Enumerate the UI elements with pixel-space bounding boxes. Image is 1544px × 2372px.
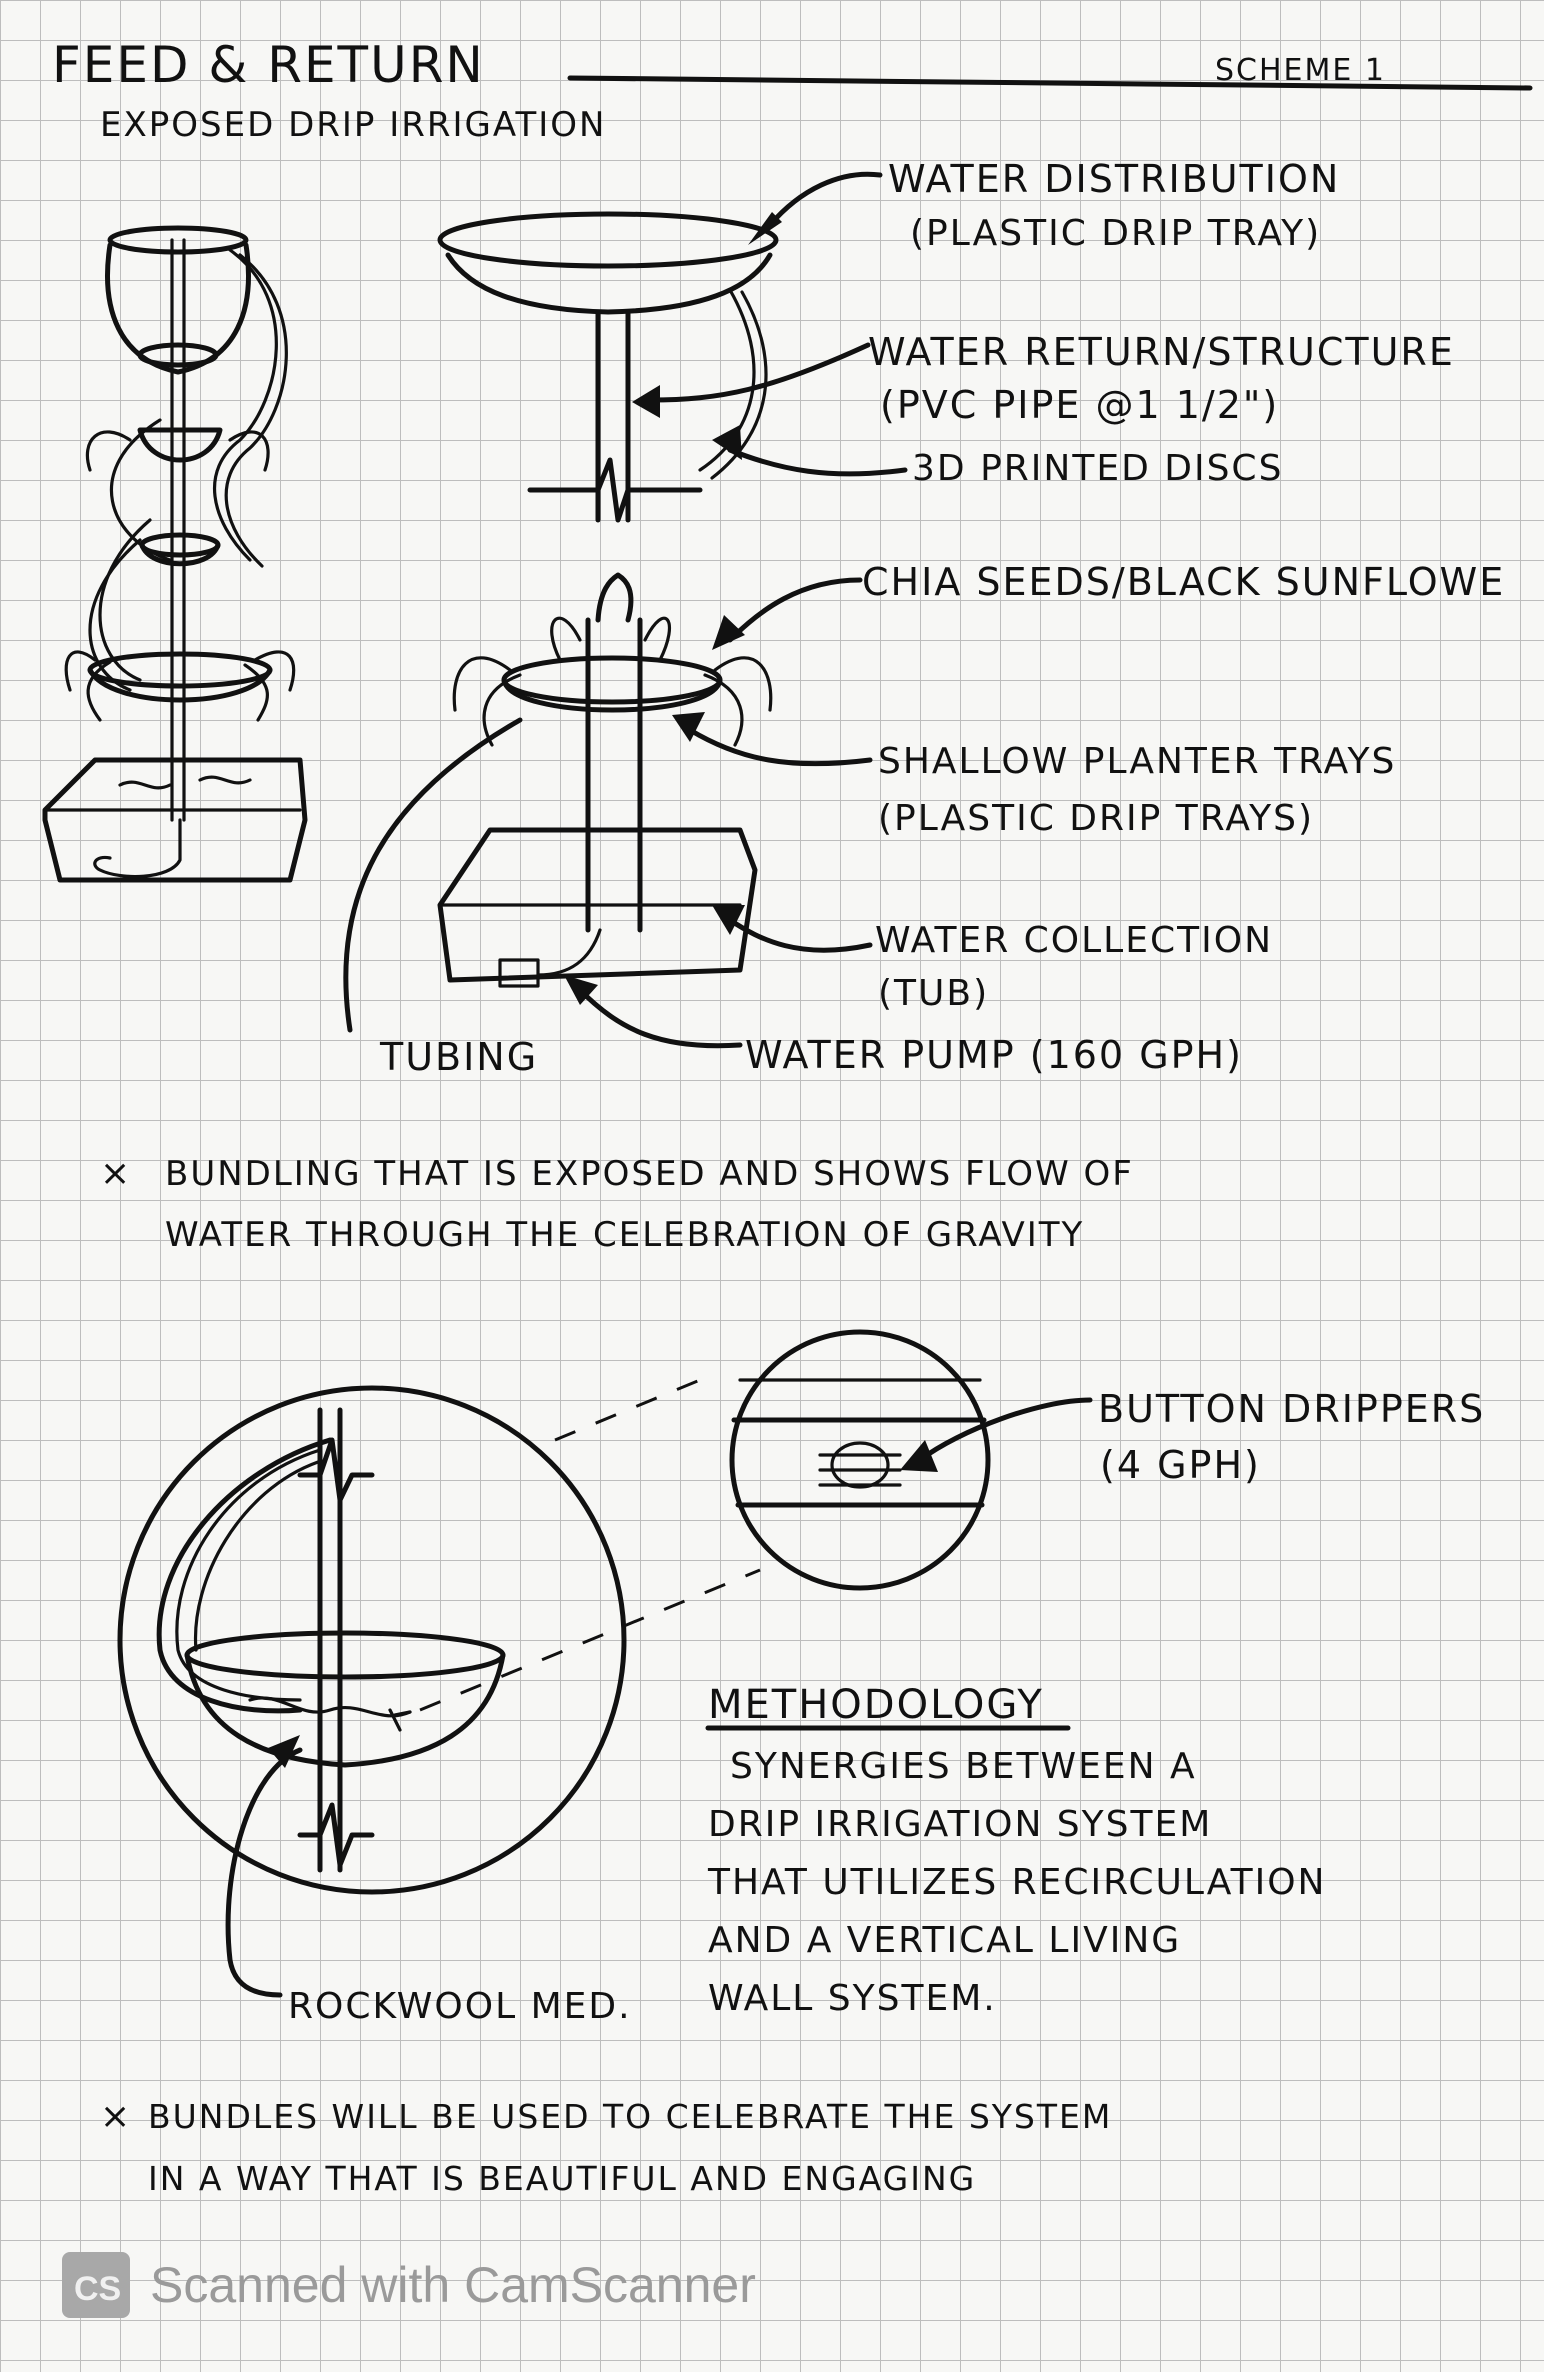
scheme-label: SCHEME 1 bbox=[1215, 53, 1386, 88]
camscanner-logo-text: CS bbox=[74, 2270, 121, 2308]
note2-line1: BUNDLES WILL BE USED TO CELEBRATE THE SY… bbox=[148, 2097, 1112, 2136]
label-planter-sub: (PLASTIC DRIP TRAYS) bbox=[878, 798, 1314, 839]
note2-line2: IN A WAY THAT IS BEAUTIFUL AND ENGAGING bbox=[148, 2159, 976, 2198]
label-chia: CHIA SEEDS/BLACK SUNFLOWE bbox=[862, 560, 1505, 604]
title-underline bbox=[567, 75, 1533, 91]
note1-bullet: × bbox=[100, 1153, 132, 1194]
label-drippers: BUTTON DRIPPERS bbox=[1098, 1387, 1485, 1431]
page-title: FEED & RETURN bbox=[52, 36, 485, 94]
label-discs: 3D PRINTED DISCS bbox=[912, 448, 1283, 489]
label-pump: WATER PUMP (160 GPH) bbox=[745, 1033, 1243, 1077]
camscanner-logo-icon bbox=[62, 2252, 130, 2318]
zoom-detail-drawing bbox=[117, 1329, 1093, 1998]
methodology-title: METHODOLOGY bbox=[708, 1682, 1044, 1728]
label-water-distribution: WATER DISTRIBUTION bbox=[888, 157, 1340, 201]
tower-overview-drawing bbox=[42, 225, 308, 883]
note2-bullet: × bbox=[100, 2096, 132, 2137]
label-rockwool: ROCKWOOL MED. bbox=[288, 1986, 632, 2027]
note1-line1: BUNDLING THAT IS EXPOSED AND SHOWS FLOW … bbox=[165, 1154, 1134, 1194]
camscanner-watermark: CS Scanned with CamScanner bbox=[62, 2252, 756, 2318]
methodology-line-5: WALL SYSTEM. bbox=[708, 1978, 997, 2019]
label-drippers-sub: (4 GPH) bbox=[1100, 1443, 1261, 1487]
label-water-return-sub: (PVC PIPE @1 1/2") bbox=[880, 383, 1279, 427]
methodology-line-3: THAT UTILIZES RECIRCULATION bbox=[707, 1862, 1326, 1903]
label-tubing: TUBING bbox=[379, 1035, 538, 1079]
tower-detail-drawing bbox=[343, 211, 779, 1033]
label-water-return: WATER RETURN/STRUCTURE bbox=[868, 330, 1455, 374]
methodology-line-4: AND A VERTICAL LIVING bbox=[708, 1920, 1181, 1961]
page-subtitle: EXPOSED DRIP IRRIGATION bbox=[100, 105, 607, 145]
label-water-distribution-sub: (PLASTIC DRIP TRAY) bbox=[910, 213, 1321, 254]
methodology-block: METHODOLOGY SYNERGIES BETWEEN A DRIP IRR… bbox=[705, 1682, 1326, 2019]
camscanner-text: Scanned with CamScanner bbox=[150, 2257, 756, 2313]
leader-lines bbox=[564, 171, 908, 1049]
label-planter: SHALLOW PLANTER TRAYS bbox=[878, 741, 1396, 782]
methodology-line-2: DRIP IRRIGATION SYSTEM bbox=[708, 1804, 1212, 1845]
label-collection: WATER COLLECTION bbox=[875, 920, 1273, 961]
methodology-line-1: SYNERGIES BETWEEN A bbox=[730, 1746, 1197, 1787]
label-collection-sub: (TUB) bbox=[878, 973, 989, 1014]
note1-line2: WATER THROUGH THE CELEBRATION OF GRAVITY bbox=[165, 1215, 1084, 1255]
